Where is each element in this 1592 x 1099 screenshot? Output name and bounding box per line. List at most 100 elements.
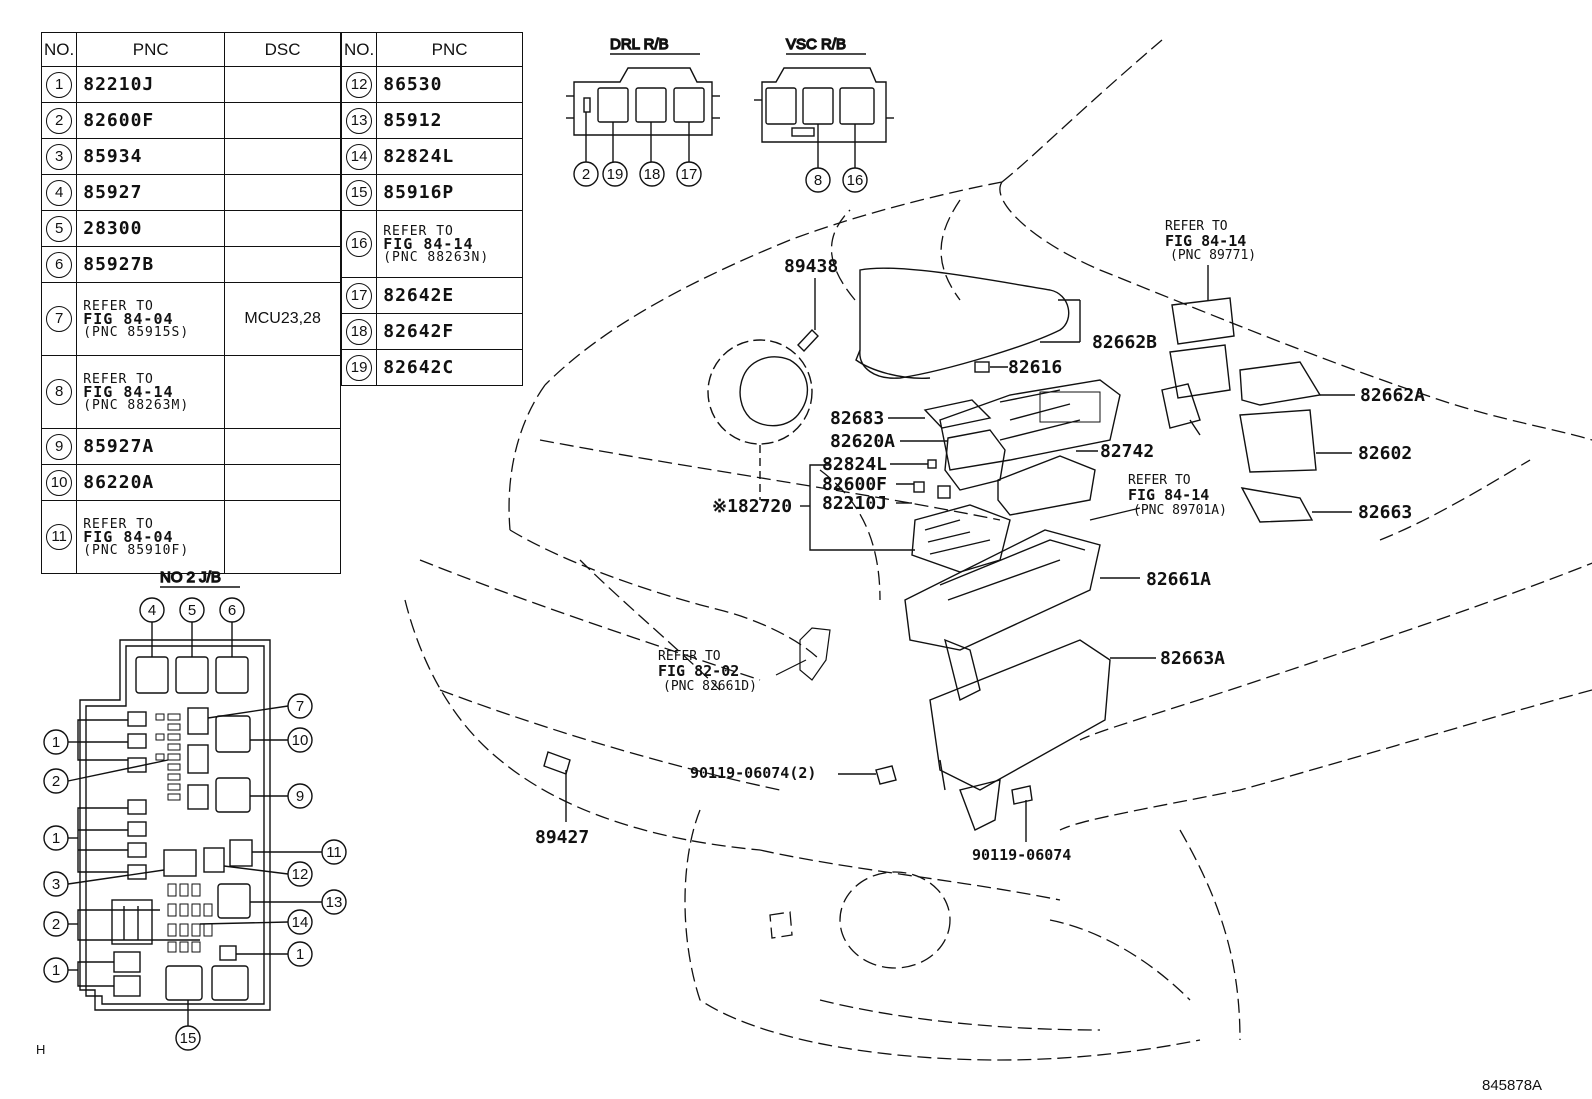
callout-number: 10 bbox=[292, 732, 309, 749]
pnc-cell: 86530 bbox=[376, 66, 523, 103]
part-89438: 89438 bbox=[784, 256, 838, 277]
part-89427: 89427 bbox=[535, 827, 589, 848]
part-82620A: 82620A bbox=[830, 431, 895, 452]
callout-number: 1 bbox=[296, 946, 304, 963]
part-82683: 82683 bbox=[830, 408, 884, 429]
callout-number: 12 bbox=[346, 71, 373, 98]
jb-title: NO 2 J/B bbox=[160, 569, 221, 586]
part-labels: 89438 82662B 82616 82683 82620A 82742 82… bbox=[36, 219, 1542, 1094]
refer-line: (PNC 89701A) bbox=[1133, 503, 1227, 518]
parts-drawings bbox=[543, 265, 1355, 842]
refer-line: FIG 84-14 bbox=[1128, 486, 1209, 504]
header-pnc: PNC bbox=[76, 32, 226, 67]
pnc-cell: 85927A bbox=[76, 428, 226, 465]
pnc-cell: 82642E bbox=[376, 277, 523, 314]
figure-code: 845878A bbox=[1482, 1077, 1542, 1094]
dsc-cell bbox=[224, 102, 341, 139]
refer-line: (PNC 89771) bbox=[1170, 248, 1256, 263]
pnc-cell: 82210J bbox=[76, 66, 226, 103]
refer-line: (PNC 82661D) bbox=[663, 679, 757, 694]
dsc-cell bbox=[224, 355, 341, 429]
refer-line: (PNC 85915S) bbox=[83, 324, 190, 340]
part-82210J: 82210J bbox=[822, 493, 887, 514]
header-no: NO. bbox=[40, 32, 78, 67]
part-82600F: 82600F bbox=[822, 474, 887, 495]
part-82663A: 82663A bbox=[1160, 648, 1225, 669]
pnc-cell: 86220A bbox=[76, 464, 226, 501]
callout-number: 3 bbox=[46, 143, 73, 170]
header-no: NO. bbox=[340, 32, 378, 67]
callout-number: 7 bbox=[46, 306, 73, 332]
callout-number: 1 bbox=[52, 830, 60, 847]
part-82824L: 82824L bbox=[822, 454, 887, 475]
refer-line: FIG 84-04 bbox=[83, 527, 174, 546]
vsc-relay-block: VSC R/B 8 16 bbox=[754, 35, 894, 193]
dsc-cell bbox=[224, 500, 341, 574]
part-82662A: 82662A bbox=[1360, 385, 1425, 406]
part-90119-06074: 90119-06074 bbox=[972, 846, 1071, 864]
callout-number: 10 bbox=[46, 469, 73, 496]
callout-number: 8 bbox=[814, 172, 822, 189]
callout-number: 9 bbox=[46, 433, 73, 460]
callout-number: 18 bbox=[346, 318, 373, 345]
callout-number: 2 bbox=[52, 916, 60, 933]
callout-number: 15 bbox=[346, 179, 373, 206]
callout-number: 2 bbox=[46, 107, 73, 134]
callout-number: 11 bbox=[326, 844, 342, 861]
callout-number: 3 bbox=[52, 876, 60, 893]
pnc-cell: 85934 bbox=[76, 138, 226, 175]
pnc-cell: 82824L bbox=[376, 138, 523, 175]
callout-number: 4 bbox=[46, 179, 73, 206]
vsc-rb-title: VSC R/B bbox=[786, 36, 846, 53]
pnc-cell: 85912 bbox=[376, 102, 523, 139]
callout-number: 4 bbox=[148, 602, 156, 619]
table-header: NO. PNC bbox=[340, 32, 523, 67]
callout-number: 17 bbox=[346, 282, 373, 309]
junction-block-no2: NO 2 J/B 4 5 6 7 bbox=[43, 568, 347, 1051]
refer-line: FIG 84-04 bbox=[83, 309, 174, 328]
part-82662B: 82662B bbox=[1092, 332, 1157, 353]
callout-number: 18 bbox=[644, 166, 661, 183]
refer-line: REFER TO bbox=[658, 649, 721, 664]
part-82742: 82742 bbox=[1100, 441, 1154, 462]
part-82616: 82616 bbox=[1008, 357, 1062, 378]
dsc-cell bbox=[224, 138, 341, 175]
callout-number: 19 bbox=[346, 354, 373, 381]
refer-line: REFER TO bbox=[1128, 473, 1191, 488]
part-82663: 82663 bbox=[1358, 502, 1412, 523]
corner-mark: H bbox=[36, 1042, 45, 1057]
refer-line: REFER TO bbox=[383, 223, 454, 239]
dsc-cell bbox=[224, 66, 341, 103]
callout-number: 2 bbox=[582, 166, 590, 183]
callout-number: 13 bbox=[346, 107, 373, 134]
callout-number: 12 bbox=[292, 866, 309, 883]
callout-number: 16 bbox=[346, 231, 373, 257]
vehicle-outline bbox=[404, 39, 1592, 1061]
pnc-cell: 82642F bbox=[376, 313, 523, 350]
refer-line: REFER TO bbox=[83, 371, 154, 387]
part-82720: ※182720 bbox=[712, 496, 792, 517]
refer-line: FIG 84-14 bbox=[1165, 232, 1246, 250]
drl-rb-title: DRL R/B bbox=[610, 36, 669, 53]
callout-number: 8 bbox=[46, 379, 73, 405]
part-82661A: 82661A bbox=[1146, 569, 1211, 590]
pnc-cell: 82642C bbox=[376, 349, 523, 386]
leader-lines bbox=[775, 507, 1141, 681]
callout-number: 5 bbox=[188, 602, 196, 619]
refer-line: REFER TO bbox=[1165, 219, 1228, 234]
